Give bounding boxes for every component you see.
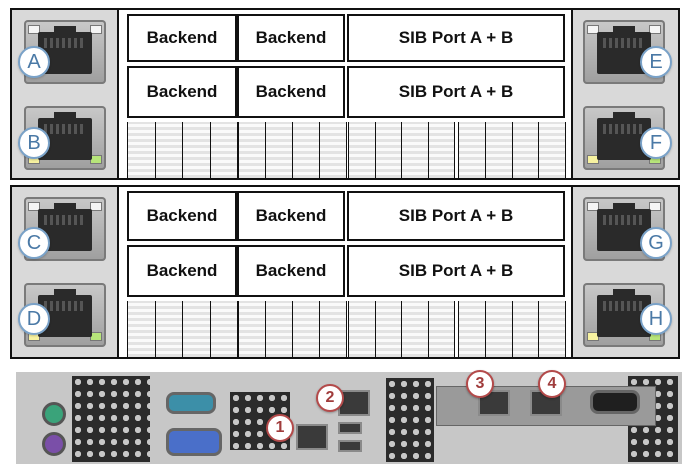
module-label: SIB Port A + B	[347, 191, 565, 241]
drive-slot[interactable]	[155, 301, 183, 357]
module-label: Backend	[237, 14, 345, 62]
right-port-bay-bottom	[571, 187, 678, 357]
drive-slot[interactable]	[485, 122, 513, 178]
module-label: Backend	[237, 66, 345, 118]
drive-slot[interactable]	[402, 301, 429, 357]
drive-slot[interactable]	[320, 301, 347, 357]
module-label: Backend	[237, 191, 345, 241]
drive-slot-group	[238, 301, 347, 357]
led-icon	[90, 25, 102, 34]
module-label: SIB Port A + B	[347, 66, 565, 118]
serial-port-icon[interactable]	[590, 390, 640, 414]
usb-port-icon[interactable]	[338, 422, 362, 434]
module-label: Backend	[127, 66, 237, 118]
drive-slot[interactable]	[512, 301, 540, 357]
drive-slot[interactable]	[512, 122, 540, 178]
led-icon	[587, 202, 599, 211]
drive-slot[interactable]	[539, 122, 566, 178]
drive-slot[interactable]	[155, 122, 183, 178]
vent-grille	[386, 378, 434, 462]
chassis-bottom: Backend Backend SIB Port A + B Backend B…	[10, 185, 680, 359]
rj45-port-icon[interactable]	[296, 424, 328, 450]
callout-badge: 2	[316, 384, 344, 412]
port-label-badge: D	[18, 303, 50, 335]
drive-slot[interactable]	[210, 122, 238, 178]
led-icon	[587, 25, 599, 34]
drive-slot[interactable]	[239, 301, 266, 357]
vga-port-icon[interactable]	[166, 428, 222, 456]
drive-slot[interactable]	[293, 122, 320, 178]
port-label-badge: E	[640, 46, 672, 78]
drive-slot[interactable]	[459, 122, 486, 178]
drive-slot[interactable]	[349, 122, 376, 178]
drive-slot[interactable]	[375, 301, 402, 357]
led-icon	[649, 202, 661, 211]
led-icon	[90, 202, 102, 211]
drive-slot[interactable]	[539, 301, 566, 357]
drive-slot[interactable]	[459, 301, 486, 357]
drive-slot[interactable]	[349, 301, 376, 357]
drive-slot[interactable]	[239, 122, 266, 178]
drive-slot[interactable]	[320, 122, 347, 178]
drive-slot[interactable]	[375, 122, 402, 178]
chassis-top: Backend Backend SIB Port A + B Backend B…	[10, 8, 680, 180]
drive-slot-group	[238, 122, 347, 178]
drive-slot[interactable]	[183, 122, 211, 178]
port-label-badge: G	[640, 227, 672, 259]
drive-slot-group	[458, 301, 566, 357]
module-label: Backend	[127, 14, 237, 62]
drive-slot[interactable]	[183, 301, 211, 357]
callout-badge: 4	[538, 370, 566, 398]
drive-slot-group	[127, 301, 238, 357]
drive-slot[interactable]	[485, 301, 513, 357]
drive-slot-group	[458, 122, 566, 178]
drive-slot[interactable]	[266, 122, 293, 178]
drive-slot[interactable]	[428, 122, 455, 178]
module-label: Backend	[237, 245, 345, 297]
ps2-port-icon[interactable]	[42, 402, 66, 426]
port-label-badge: F	[640, 127, 672, 159]
module-label: SIB Port A + B	[347, 245, 565, 297]
drive-slot[interactable]	[428, 301, 455, 357]
drive-slot-group	[348, 122, 455, 178]
port-label-badge: A	[18, 46, 50, 78]
module-label: SIB Port A + B	[347, 14, 565, 62]
ps2-port-icon[interactable]	[42, 432, 66, 456]
led-icon	[28, 202, 40, 211]
drive-slot[interactable]	[128, 301, 156, 357]
drive-slot[interactable]	[266, 301, 293, 357]
drive-slot[interactable]	[210, 301, 238, 357]
port-label-badge: B	[18, 127, 50, 159]
module-label: Backend	[127, 245, 237, 297]
vent-grille	[72, 376, 150, 462]
callout-badge: 3	[466, 370, 494, 398]
port-label-badge: C	[18, 227, 50, 259]
usb-port-icon[interactable]	[338, 440, 362, 452]
rear-panel-photo	[16, 372, 682, 464]
callout-badge: 1	[266, 414, 294, 442]
led-icon	[649, 25, 661, 34]
drive-slot[interactable]	[128, 122, 156, 178]
serial-port-icon[interactable]	[166, 392, 216, 414]
drive-slot[interactable]	[293, 301, 320, 357]
module-label: Backend	[127, 191, 237, 241]
drive-slot-group	[127, 122, 238, 178]
port-label-badge: H	[640, 303, 672, 335]
led-icon	[28, 25, 40, 34]
drive-slot[interactable]	[402, 122, 429, 178]
drive-slot-group	[348, 301, 455, 357]
